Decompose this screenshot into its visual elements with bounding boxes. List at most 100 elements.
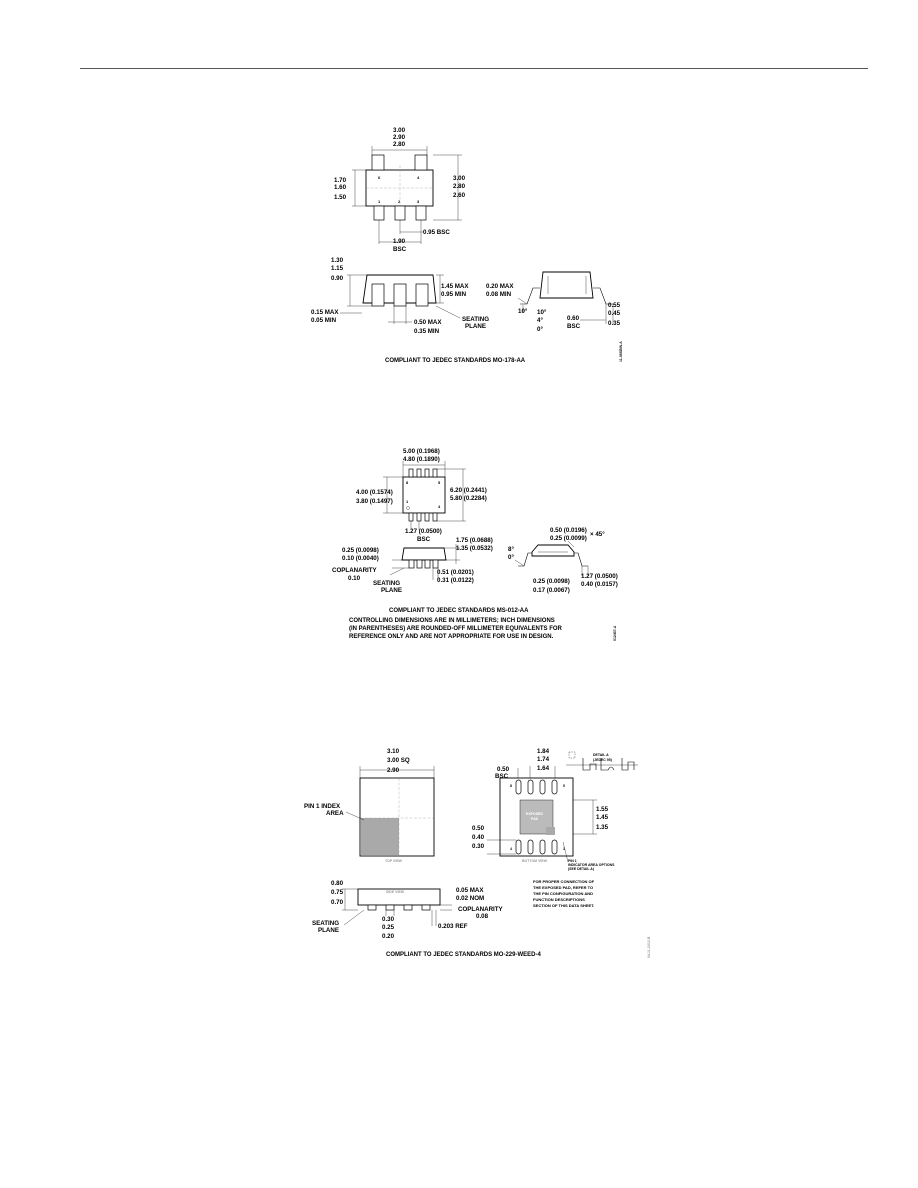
dimension-label: 0.20 MAX: [486, 283, 514, 290]
dimension-label: 2.60: [453, 192, 466, 199]
dimension-label: 0.75: [331, 889, 344, 896]
dimension-label: 2.80: [393, 141, 406, 148]
dimension-label: 1.27 (0.0500): [581, 573, 618, 580]
seating-plane-label: PLANE: [381, 587, 402, 594]
coplanarity-label: COPLANARITY: [458, 906, 504, 913]
design-note: CONTROLLING DIMENSIONS ARE IN MILLIMETER…: [349, 618, 555, 624]
dimension-label: 0.05 MIN: [311, 317, 337, 324]
dimension-label: 0.30: [382, 916, 395, 923]
dimension-label: 2.80: [453, 183, 466, 190]
dimension-label: 3.00: [453, 175, 466, 182]
dimension-label: 1.70: [334, 177, 347, 184]
pin-label: 1: [378, 199, 381, 204]
dimension-label: 1.50: [334, 194, 347, 201]
pad-note: SECTION OF THIS DATA SHEET.: [533, 903, 594, 908]
dimension-label: 5.00 (0.1968): [403, 448, 440, 455]
dimension-label: 0.08 MIN: [486, 291, 512, 298]
pin-mark: 4: [510, 847, 512, 851]
seating-plane-label: SEATING: [462, 316, 489, 323]
drawing-code: 04-11-2012-B: [647, 936, 651, 958]
dimension-label: 4.80 (0.1890): [403, 456, 440, 463]
indicator-label: (SEE DETAIL A): [568, 867, 594, 871]
dimension-label: 0.30: [472, 843, 485, 850]
dimension-label: 1.45 MAX: [441, 283, 469, 290]
dimension-label: 0.35: [608, 320, 621, 327]
seating-plane-label: PLANE: [465, 323, 486, 330]
pad-note: FOR PROPER CONNECTION OF: [533, 879, 595, 884]
pad-note: THE EXPOSED PAD, REFER TO: [533, 885, 593, 890]
dimension-label: 0.20: [382, 933, 395, 940]
design-note: (IN PARENTHESES) ARE ROUNDED-OFF MILLIME…: [349, 626, 563, 632]
dimension-label: 0.51 (0.0201): [437, 569, 474, 576]
pin-label: 8: [406, 480, 409, 485]
angle-label: 10°: [537, 309, 547, 316]
dimension-label: 0.25 (0.0098): [342, 547, 379, 554]
sot23-end-body: [539, 271, 594, 299]
dimension-label: 3.10: [387, 748, 400, 755]
dimension-label: 0.40 (0.0157): [581, 581, 618, 588]
dimension-label: BSC: [417, 536, 431, 543]
angle-label: 0°: [508, 554, 514, 561]
dimension-label: 1.64: [537, 765, 550, 772]
pin1-label: PIN 1 INDEX: [304, 803, 341, 810]
dimension-label: 0.50 MAX: [414, 319, 442, 326]
seating-plane-label: SEATING: [373, 580, 400, 587]
dimension-label: 10°: [518, 308, 528, 315]
pin-mark: 8: [510, 784, 512, 788]
coplanarity-label: 0.08: [476, 913, 489, 920]
dimension-label: 1.45: [596, 814, 609, 821]
dimension-label: 0.90: [331, 275, 344, 282]
seating-plane-label: PLANE: [318, 927, 339, 934]
compliance-note: COMPLIANT TO JEDEC STANDARDS MO-178-AA: [385, 358, 526, 364]
header-rule: [80, 68, 868, 69]
dimension-label: 0.50: [497, 766, 510, 773]
dimension-label: 3.80 (0.1497): [356, 498, 393, 505]
indicator-label: PIN 1: [568, 859, 577, 863]
lfcsp8-package-drawing: 3.10 3.00 SQ 2.90 PIN 1 INDEX AREA TOP V…: [304, 748, 651, 958]
dimension-label: 0.50 (0.0196): [550, 527, 587, 534]
pad-label: PAD: [531, 817, 539, 821]
pad-label: EXPOSED: [526, 812, 543, 816]
angle-label: 8°: [508, 546, 514, 553]
dimension-label: 1.75 (0.0688): [456, 537, 493, 544]
dimension-label: 0.31 (0.0122): [437, 577, 474, 584]
design-note: REFERENCE ONLY AND ARE NOT APPROPRIATE F…: [349, 634, 554, 640]
dimension-label: 2.90: [387, 767, 400, 774]
dimension-label: 0.95 BSC: [423, 229, 450, 236]
dimension-label: 2.90: [393, 134, 406, 141]
pin-label: 4: [417, 175, 420, 180]
coplanarity-label: 0.10: [348, 575, 361, 582]
dimension-label: 0.60: [567, 315, 580, 322]
dimension-label: × 45°: [590, 531, 605, 538]
detail-label: DETAIL A: [593, 753, 609, 757]
detail-a-sketch: [566, 751, 638, 771]
dimension-label: 1.74: [537, 756, 550, 763]
pin1-index-area: [361, 818, 399, 855]
detail-label: (JEDEC 95): [593, 758, 612, 762]
pin-label: 3: [417, 199, 420, 204]
dimension-label: 0.45: [608, 310, 621, 317]
pin-label: 2: [398, 199, 401, 204]
dimension-label: 0.203 REF: [438, 923, 468, 930]
dimension-label: BSC: [393, 246, 407, 253]
lfcsp-side-body: [357, 888, 441, 906]
compliance-note: COMPLIANT TO JEDEC STANDARDS MS-012-AA: [389, 608, 529, 614]
dimension-label: 0.95 MIN: [441, 291, 467, 298]
pad-note: FUNCTION DESCRIPTIONS: [533, 897, 585, 902]
dimension-label: 0.35 MIN: [414, 328, 440, 335]
dimension-label: 0.80: [331, 880, 344, 887]
dimension-label: 1.84: [537, 748, 550, 755]
compliance-note: COMPLIANT TO JEDEC STANDARDS MO-229-WEED…: [386, 952, 541, 958]
dimension-label: 0.25 (0.0098): [533, 578, 570, 585]
indicator-label: INDICATOR AREA OPTIONS: [568, 863, 615, 867]
dimension-label: 1.55: [596, 806, 609, 813]
dimension-label: 1.15: [331, 265, 344, 272]
dimension-label: 1.35: [596, 824, 609, 831]
pin-mark: 1: [563, 847, 565, 851]
dimension-label: 0.17 (0.0067): [533, 587, 570, 594]
dimension-label: BSC: [495, 773, 509, 780]
pin-label: 5: [438, 480, 441, 485]
dimension-label: 4.00 (0.1574): [356, 489, 393, 496]
drawing-code: 012407-A: [613, 625, 617, 641]
